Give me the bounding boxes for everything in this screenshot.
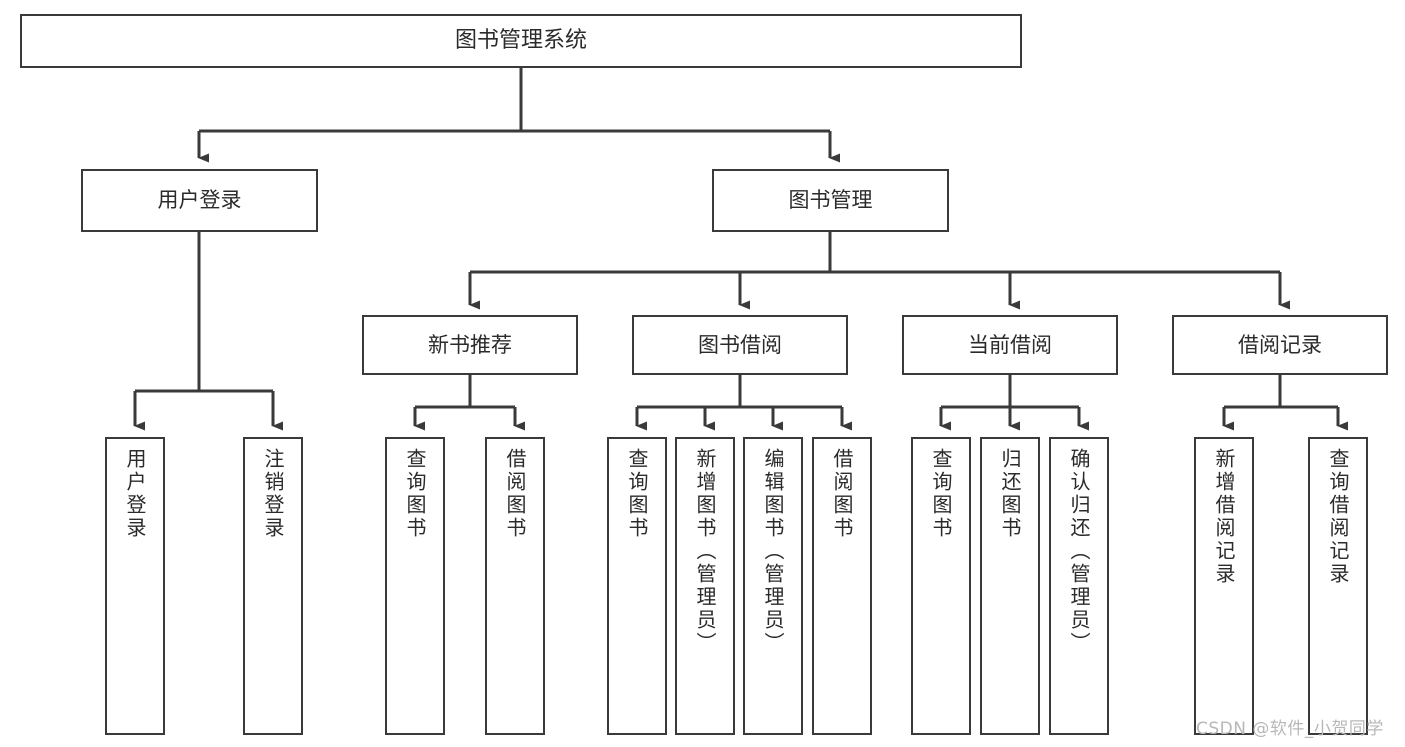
node-leaf-query-record[interactable]: 查询借阅记录 [1308,437,1368,735]
node-leaf-query-record-label: 查询借阅记录 [1326,448,1350,586]
node-book-borrow-label: 图书借阅 [698,332,782,357]
node-leaf-return-book-label: 归还图书 [998,448,1022,540]
node-leaf-user-login-label: 用户登录 [123,448,147,540]
node-leaf-confirm-return[interactable]: 确认归还（管理员） [1049,437,1109,735]
node-leaf-borrow-book-2[interactable]: 借阅图书 [812,437,872,735]
node-leaf-logout-label: 注销登录 [261,448,285,540]
node-borrow-record-label: 借阅记录 [1238,332,1322,357]
node-leaf-edit-book[interactable]: 编辑图书（管理员） [743,437,803,735]
node-leaf-return-book[interactable]: 归还图书 [980,437,1040,735]
node-leaf-edit-book-label: 编辑图书（管理员） [761,448,785,655]
node-leaf-query-book-1-label: 查询图书 [403,448,427,540]
node-current-borrow[interactable]: 当前借阅 [902,315,1118,375]
node-leaf-borrow-book-1-label: 借阅图书 [503,448,527,540]
node-root[interactable]: 图书管理系统 [20,14,1022,68]
node-leaf-query-book-3-label: 查询图书 [929,448,953,540]
node-borrow-record[interactable]: 借阅记录 [1172,315,1388,375]
node-new-book-recommend[interactable]: 新书推荐 [362,315,578,375]
node-leaf-query-book-2-label: 查询图书 [625,448,649,540]
node-leaf-query-book-2[interactable]: 查询图书 [607,437,667,735]
node-user-login-label: 用户登录 [157,188,242,213]
node-leaf-query-book-1[interactable]: 查询图书 [385,437,445,735]
node-root-label: 图书管理系统 [454,28,587,54]
node-user-login[interactable]: 用户登录 [81,169,318,232]
node-new-book-recommend-label: 新书推荐 [428,332,512,357]
watermark-text: CSDN @软件_小贺同学 [1196,719,1384,739]
node-leaf-logout[interactable]: 注销登录 [243,437,303,735]
node-leaf-add-record[interactable]: 新增借阅记录 [1194,437,1254,735]
node-leaf-add-book[interactable]: 新增图书（管理员） [675,437,735,735]
node-leaf-add-book-label: 新增图书（管理员） [693,448,717,655]
node-leaf-borrow-book-2-label: 借阅图书 [830,448,854,540]
node-book-management-label: 图书管理 [788,188,873,213]
node-leaf-add-record-label: 新增借阅记录 [1212,448,1236,586]
node-book-borrow[interactable]: 图书借阅 [632,315,848,375]
node-book-management[interactable]: 图书管理 [712,169,949,232]
node-leaf-query-book-3[interactable]: 查询图书 [911,437,971,735]
node-leaf-borrow-book-1[interactable]: 借阅图书 [485,437,545,735]
node-leaf-user-login[interactable]: 用户登录 [105,437,165,735]
node-leaf-confirm-return-label: 确认归还（管理员） [1067,448,1091,655]
node-current-borrow-label: 当前借阅 [968,332,1052,357]
